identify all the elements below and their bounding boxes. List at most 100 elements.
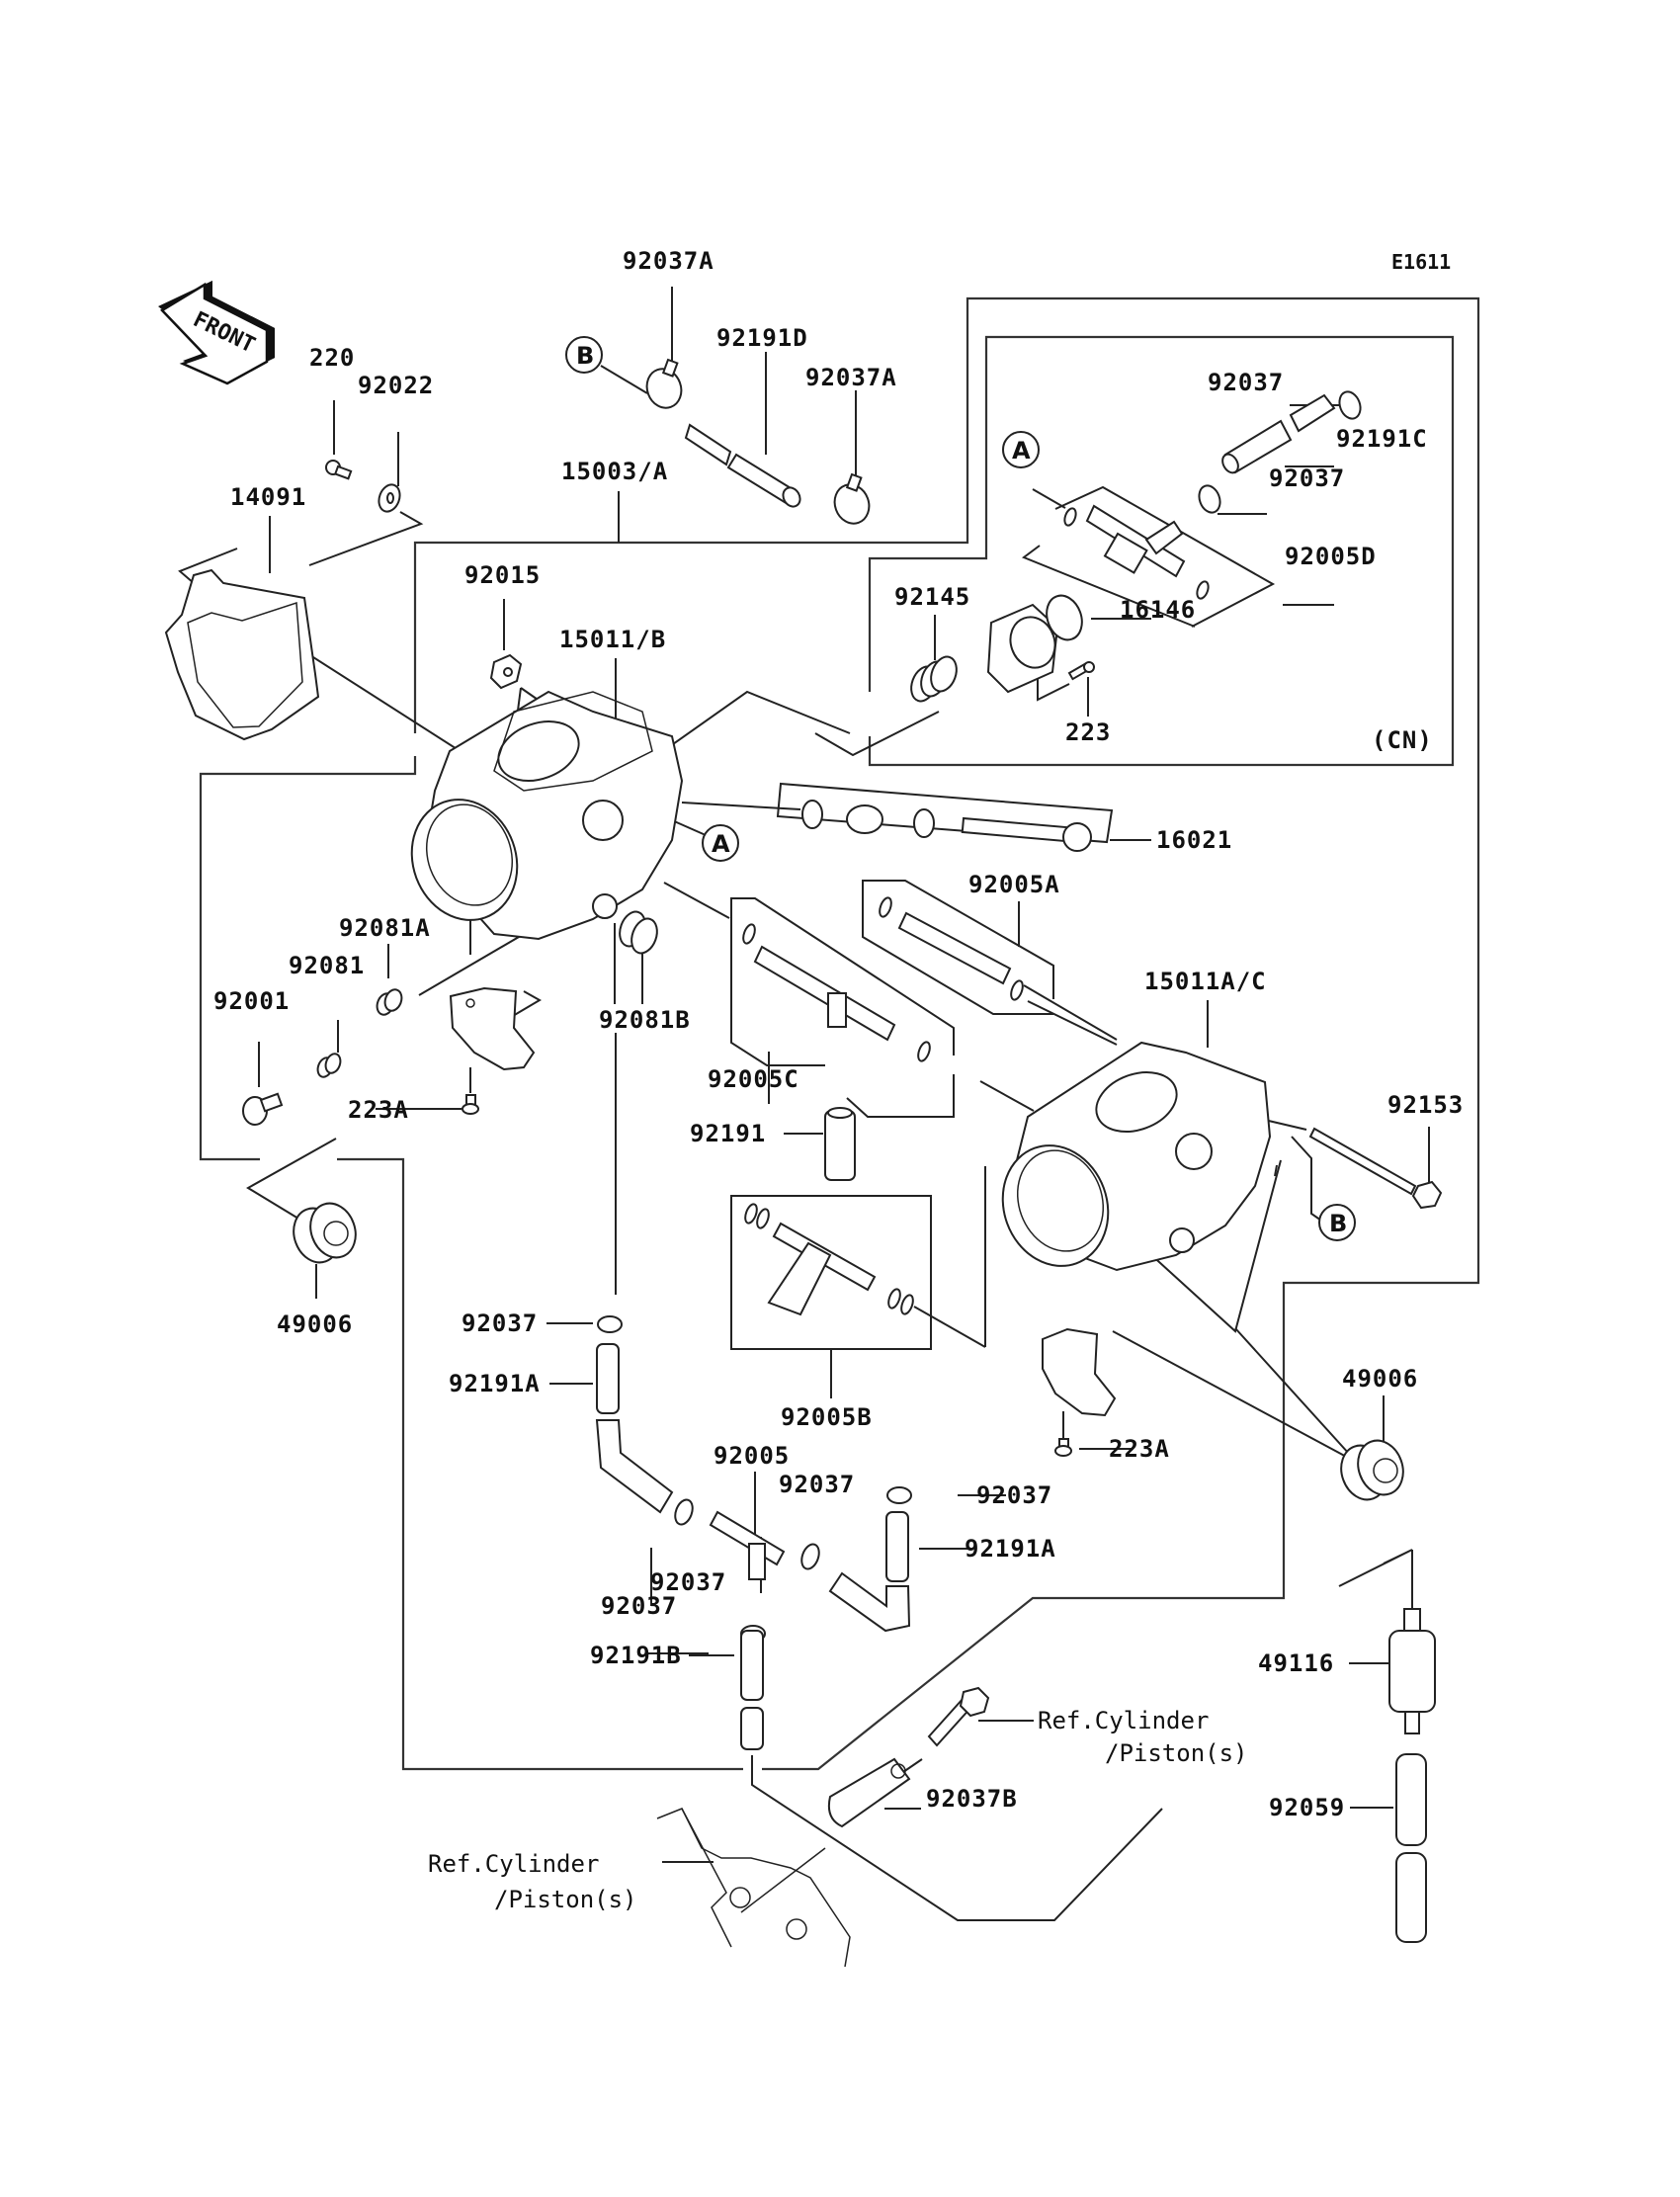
part-label: 92153 — [1387, 1091, 1464, 1119]
hose-clamp-icon — [886, 1486, 912, 1504]
hose-clamp-icon — [1198, 484, 1221, 514]
part-label: 92037 — [976, 1481, 1052, 1509]
t-pipe-icon — [742, 923, 931, 1062]
hose-clamp-icon — [674, 1498, 694, 1526]
reference-note: Ref.Cylinder — [428, 1850, 599, 1878]
part-label: 92037A — [805, 364, 897, 391]
pipe-icon — [879, 896, 1024, 1001]
cn-variant-label: (CN) — [1372, 726, 1433, 754]
hose-clamp-icon — [597, 1315, 623, 1333]
screw-icon — [462, 1094, 479, 1115]
front-arrow-icon: FRONT — [158, 281, 275, 385]
adjuster-screw-icon — [801, 800, 1092, 852]
fuel-filter-icon — [1388, 1608, 1436, 1734]
part-label: 49006 — [277, 1310, 353, 1338]
part-label: 223 — [1065, 718, 1111, 746]
part-label: 49006 — [1342, 1365, 1418, 1393]
washer-icon — [378, 483, 401, 513]
part-label: 220 — [309, 344, 355, 372]
bolt-icon — [1308, 1127, 1443, 1210]
part-label: 92191 — [690, 1120, 766, 1147]
reference-note: Ref.Cylinder — [1038, 1707, 1209, 1734]
diaphragm-cover-icon — [986, 594, 1083, 694]
part-label: 16146 — [1120, 596, 1196, 624]
hose-clamp-icon — [645, 358, 683, 409]
reference-notes: Ref.Cylinder /Piston(s) Ref.Cylinder /Pi… — [428, 1707, 1248, 1913]
figure-code: E1611 — [1391, 250, 1451, 274]
carburetor-left-icon — [410, 690, 684, 941]
callout-a-carb: A — [702, 824, 739, 862]
part-label: 92005C — [708, 1065, 799, 1093]
part-label: 16021 — [1156, 826, 1232, 854]
part-label: 92005 — [714, 1442, 790, 1470]
hose-icon — [740, 1630, 764, 1750]
screw-icon — [325, 460, 353, 480]
part-label: 92015 — [464, 561, 541, 589]
carburetor-right-icon — [1001, 1041, 1272, 1272]
nut-icon — [489, 653, 523, 690]
svg-text:A: A — [1012, 437, 1031, 465]
reference-note: /Piston(s) — [494, 1886, 637, 1913]
part-label: 92191A — [449, 1370, 541, 1397]
spring-icon — [376, 988, 403, 1016]
part-label: 92005A — [968, 871, 1060, 898]
damper-icon — [1340, 1439, 1404, 1501]
part-label: 92037 — [1208, 369, 1284, 396]
hose-icon — [824, 1107, 856, 1181]
part-label: 92145 — [894, 583, 970, 611]
part-label: 92037A — [623, 247, 714, 275]
callout-b-carb: B — [1318, 1204, 1356, 1241]
part-label: 92005D — [1285, 543, 1377, 570]
part-label: 92191C — [1336, 425, 1428, 453]
part-label: 92191D — [716, 324, 808, 352]
part-label: 92081 — [289, 952, 365, 979]
hose-clamp-icon — [1338, 390, 1362, 420]
hose-icon — [1395, 1753, 1427, 1943]
part-label: 92037 — [1269, 465, 1345, 492]
y-fitting-icon — [744, 1203, 914, 1316]
part-label: 15011A/C — [1144, 968, 1267, 995]
hose-clamp-icon — [800, 1543, 820, 1570]
part-label: 92037 — [650, 1568, 726, 1596]
screw-icon — [1054, 1438, 1072, 1457]
hose-icon — [595, 1343, 674, 1514]
screw-icon — [242, 1092, 284, 1126]
part-label: 92037B — [926, 1785, 1018, 1813]
part-label: 92005B — [781, 1403, 873, 1431]
cylinder-reference-icon — [656, 1808, 851, 1968]
intake-boot-icon — [164, 568, 320, 741]
bracket-icon — [1042, 1327, 1117, 1417]
hose-icon — [684, 423, 801, 508]
part-label: 92081B — [599, 1006, 691, 1034]
part-label: 92001 — [213, 987, 290, 1015]
svg-text:A: A — [712, 830, 730, 858]
hose-icon — [828, 1511, 911, 1633]
part-label: 92059 — [1269, 1794, 1345, 1821]
part-label: 15003/A — [561, 458, 668, 485]
bolt-icon — [927, 1686, 990, 1747]
part-label: 92037 — [462, 1310, 538, 1337]
callout-b-top: B — [565, 336, 603, 374]
callout-a-cn: A — [1002, 431, 1040, 468]
t-fitting-icon — [1063, 504, 1210, 600]
t-fitting-icon — [709, 1510, 786, 1580]
hose-icon — [1221, 393, 1336, 474]
part-label: 92081A — [339, 914, 431, 942]
reference-note: /Piston(s) — [1105, 1739, 1248, 1767]
spring-icon — [910, 655, 958, 703]
part-label: 223A — [1109, 1435, 1170, 1463]
spring-icon — [619, 910, 658, 955]
cn-variant-frame — [868, 335, 1455, 767]
part-label: 92191A — [965, 1535, 1056, 1563]
part-label: 49116 — [1258, 1649, 1334, 1677]
svg-text:B: B — [1329, 1210, 1347, 1237]
bracket-icon — [449, 986, 536, 1071]
part-label: 92022 — [358, 372, 434, 399]
part-labels: 92037A 92191D 92037A 220 92022 14091 150… — [213, 247, 1464, 1821]
part-label: 92037 — [601, 1592, 677, 1620]
damper-icon — [293, 1202, 357, 1264]
svg-text:B: B — [576, 342, 594, 370]
part-label: 14091 — [230, 483, 306, 511]
hose-clamp-icon — [833, 472, 871, 525]
